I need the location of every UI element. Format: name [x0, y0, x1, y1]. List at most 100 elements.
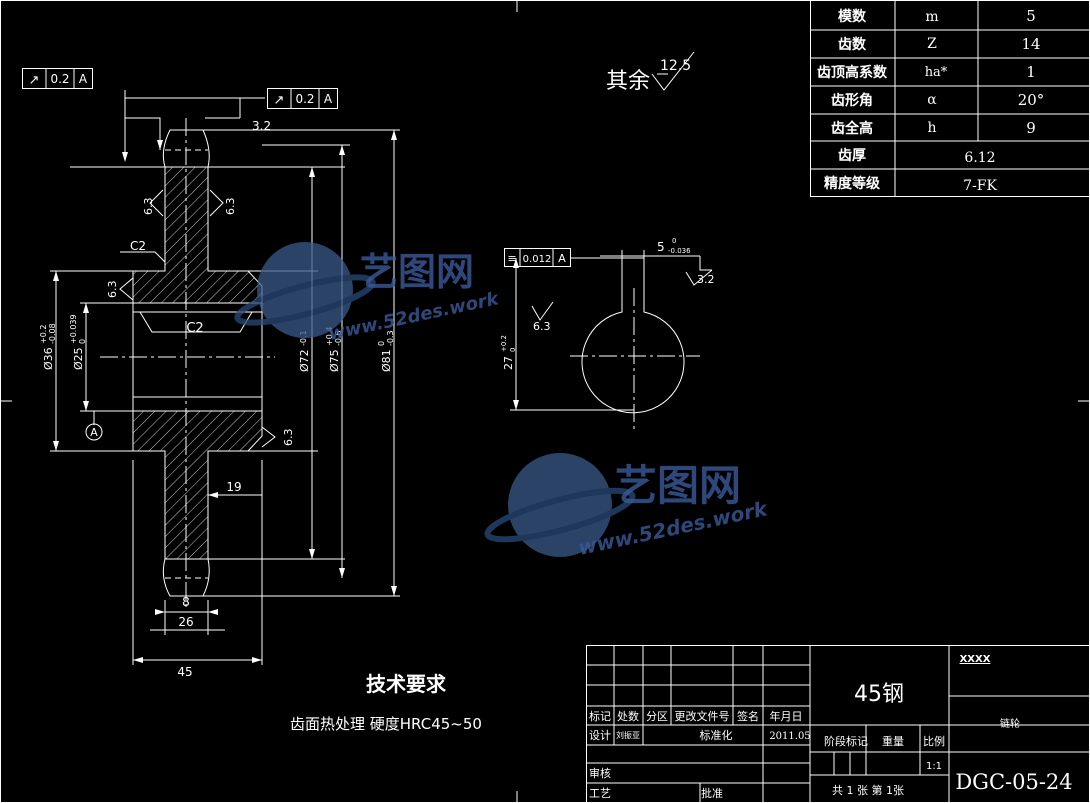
gdt-value: 0.012	[523, 254, 552, 265]
key-depth: 27	[502, 356, 515, 370]
param-values: 5 14 1 20° 9 6.12 7-FK	[963, 7, 1044, 194]
tb-review-label: 审核	[589, 766, 611, 780]
dim-d81-tol-dn: -0.3	[386, 330, 395, 346]
keyway-detail-view: ≡ 0.012 A 5 0 -0.036 3.2 6.3 27 +0.2 0	[500, 237, 715, 430]
title-block-text: 标记 处数 分区 更改文件号 签名 年月日 设计 刘振亚 标准化 2011.05…	[589, 654, 1073, 800]
tb-standard-label: 标准化	[700, 728, 733, 742]
dim-d75-tol-dn: -0.6	[334, 330, 343, 346]
roughness-symbol-icon	[651, 51, 695, 91]
gear-parameter-table	[810, 0, 1090, 197]
tb-header: 分区	[646, 710, 668, 723]
watermark-brand: 艺图网	[360, 250, 474, 294]
param-value: 7-FK	[963, 178, 997, 194]
tb-process-label: 工艺	[589, 787, 611, 800]
tb-header: 标记	[589, 709, 611, 723]
tb-header: 更改文件号	[675, 709, 730, 723]
bore-chamfer-label: C2	[186, 321, 203, 336]
tb-stage-label: 阶段标记	[824, 734, 868, 748]
dim-d25: Ø25	[72, 347, 85, 370]
tech-req-text: 齿面热处理 硬度HRC45~50	[290, 715, 482, 733]
dim-d81-tol-up: 0	[377, 341, 386, 346]
param-symbol: m	[925, 9, 938, 25]
roughness-label: 6.3	[282, 429, 295, 447]
dim-d36-tol-up: +0.2	[39, 325, 48, 344]
gdt-datum: A	[558, 252, 566, 265]
gdt-frame-1: ↗ 0.2 A	[22, 68, 93, 89]
dim-19: 19	[226, 480, 241, 494]
symmetry-icon: ≡	[507, 252, 516, 265]
tb-drawing-no: DGC-05-24	[955, 770, 1072, 794]
dim-d81: Ø81	[380, 349, 393, 372]
lower-hatch-region	[132, 410, 263, 560]
tb-part-name: 链轮	[1000, 717, 1020, 730]
key-depth-tol-dn: 0	[509, 348, 517, 352]
param-name: 齿全高	[831, 120, 873, 137]
key-tol-dn: -0.036	[668, 247, 691, 255]
tb-material: 45钢	[854, 682, 904, 707]
main-view-dimension-text: 3.2 C2 45 26 8 19 Ø36 +0.2 -0.08 Ø25 +0.…	[39, 119, 395, 679]
param-name: 齿数	[838, 36, 867, 53]
tb-header: 年月日	[770, 709, 803, 723]
param-symbols: m Z ha* α h	[925, 9, 948, 136]
dim-d25-tol-up: +0.039	[69, 314, 78, 344]
param-symbol: h	[927, 120, 936, 136]
param-symbol: ha*	[925, 65, 948, 80]
dim-d36: Ø36	[42, 347, 55, 370]
dim-d72: Ø72	[298, 349, 311, 372]
param-value: 6.12	[964, 150, 995, 166]
param-symbol: Z	[927, 36, 937, 52]
dim-chamfer: 3.2	[252, 119, 271, 133]
param-names: 模数 齿数 齿顶高系数 齿形角 齿全高 齿厚 精度等级	[817, 8, 888, 192]
param-value: 9	[1026, 119, 1036, 137]
sprocket-section-view: C2	[100, 118, 275, 610]
roughness-labels-main: 6.3 6.3 6.3 6.3	[106, 198, 295, 447]
dim-d72-tol: -0.1	[299, 330, 308, 346]
gdt-frame-2: ↗ 0.2 A	[267, 88, 338, 109]
gdt-value: 0.2	[295, 92, 314, 106]
gdt-datum: A	[79, 72, 88, 86]
dim-d25-tol-dn: 0	[78, 339, 87, 344]
param-name: 齿顶高系数	[817, 64, 888, 81]
other-surfaces-label: 其余	[606, 69, 650, 94]
runout-icon: ↗	[29, 73, 40, 88]
param-name: 模数	[838, 8, 867, 25]
technical-requirements: 技术要求 齿面热处理 硬度HRC45~50	[290, 672, 482, 733]
dim-8: 8	[182, 595, 190, 609]
upper-hatch-region	[132, 166, 263, 304]
key-roughness-63: 6.3	[533, 320, 551, 333]
dim-d36-tol-dn: -0.08	[48, 323, 57, 344]
roughness-label: 6.3	[142, 198, 155, 216]
tb-weight-label: 重量	[882, 734, 904, 748]
tb-company: XXXX	[960, 654, 991, 665]
key-depth-tol-up: +0.2	[500, 335, 508, 352]
datum-label: A	[90, 426, 98, 439]
dim-d75-tol-up: +0.4	[325, 327, 334, 346]
key-tol-up: 0	[672, 237, 676, 245]
tech-req-title: 技术要求	[366, 672, 447, 696]
tb-sheets: 共 1 张 第 1张	[832, 783, 904, 797]
param-value: 20°	[1018, 91, 1045, 109]
tb-date: 2011.05	[769, 731, 810, 742]
param-name: 齿厚	[838, 147, 866, 164]
dim-26: 26	[178, 615, 193, 629]
param-name: 精度等级	[824, 175, 881, 192]
key-width: 5	[657, 240, 665, 254]
tb-header: 签名	[737, 709, 759, 723]
param-value: 14	[1021, 35, 1040, 53]
roughness-label: 6.3	[106, 281, 119, 299]
param-name: 齿形角	[831, 92, 873, 109]
watermark-logo-icon	[234, 242, 636, 557]
tb-designer: 刘振亚	[616, 730, 640, 740]
dimension-arrowheads	[53, 130, 397, 663]
dim-d75: Ø75	[328, 349, 341, 372]
tb-scale: 1:1	[926, 761, 942, 772]
dim-45: 45	[177, 665, 192, 679]
title-block	[586, 645, 1090, 803]
param-value: 5	[1026, 7, 1036, 25]
watermark-brand: 艺图网	[615, 461, 741, 510]
gdt-datum: A	[324, 92, 333, 106]
main-view-dimension-lines	[50, 90, 400, 665]
surface-roughness-note: 其余 12.5	[606, 51, 695, 94]
gdt-value: 0.2	[50, 72, 69, 86]
